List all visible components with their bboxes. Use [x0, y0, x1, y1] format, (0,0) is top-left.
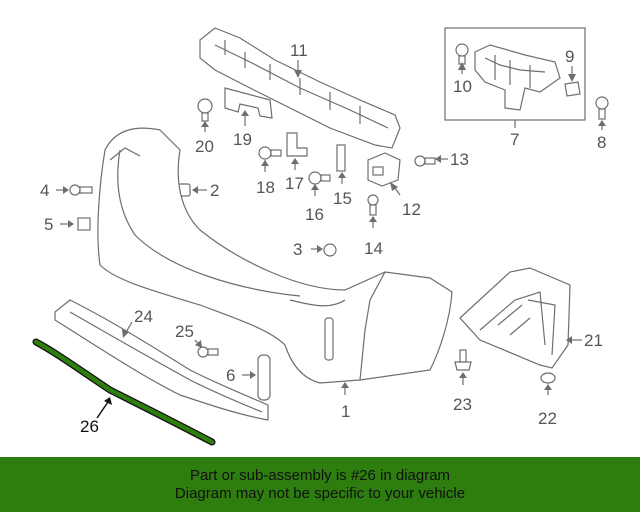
screw-16-part[interactable]: [308, 171, 331, 185]
bolt-13-part[interactable]: [414, 155, 436, 167]
label-1: 1: [341, 402, 350, 421]
label-16: 16: [305, 205, 324, 224]
bumper-cover-part[interactable]: [97, 127, 453, 384]
info-banner: Part or sub-assembly is #26 in diagram D…: [0, 457, 640, 512]
bracket-17-part[interactable]: [286, 132, 308, 157]
bolt-8-part[interactable]: [595, 96, 609, 120]
label-19: 19: [233, 130, 252, 149]
sensor-bracket-12-part[interactable]: [367, 152, 401, 187]
label-6: 6: [226, 366, 235, 385]
label-5: 5: [44, 215, 53, 234]
label-3: 3: [293, 240, 302, 259]
parts-diagram: 11 9 10 7 8 19 20: [32, 27, 609, 446]
label-10: 10: [453, 77, 472, 96]
screw-4-part[interactable]: [69, 184, 93, 196]
clip-5-part[interactable]: [77, 217, 91, 231]
label-2: 2: [210, 181, 219, 200]
bolt-20-part[interactable]: [197, 98, 213, 122]
label-14: 14: [364, 239, 383, 258]
label-11: 11: [290, 41, 308, 60]
label-15: 15: [333, 189, 352, 208]
clip-22-part[interactable]: [540, 372, 556, 384]
banner-line-2: Diagram may not be specific to your vehi…: [174, 484, 466, 502]
label-12: 12: [402, 200, 421, 219]
label-4: 4: [40, 181, 49, 200]
banner-line-1: Part or sub-assembly is #26 in diagram: [189, 466, 451, 484]
reflector-6-part[interactable]: [257, 354, 271, 401]
bracket-19-part[interactable]: [224, 87, 273, 119]
screw-25-part[interactable]: [197, 346, 219, 358]
label-23: 23: [453, 395, 472, 414]
label-17: 17: [285, 174, 304, 193]
clip-10-part[interactable]: [455, 43, 469, 65]
side-bracket-21-part[interactable]: [459, 267, 571, 369]
bolt-23-part[interactable]: [454, 349, 472, 371]
clip-15-part[interactable]: [336, 144, 346, 172]
label-13: 13: [450, 150, 469, 169]
label-8: 8: [597, 133, 606, 152]
label-9: 9: [565, 47, 574, 66]
nut-3-part[interactable]: [323, 243, 337, 257]
lower-garnish-24-part[interactable]: [54, 299, 269, 421]
label-25: 25: [175, 322, 194, 341]
trim-strip-26-part[interactable]: [32, 338, 216, 446]
pad-9-part[interactable]: [564, 81, 581, 97]
label-24: 24: [134, 307, 153, 326]
screw-18-part[interactable]: [258, 146, 282, 160]
label-21: 21: [584, 331, 603, 350]
label-18: 18: [256, 178, 275, 197]
reinforcement-bar-part[interactable]: [199, 27, 401, 149]
label-7: 7: [510, 130, 519, 149]
bolt-14-part[interactable]: [367, 194, 379, 216]
label-20: 20: [195, 137, 214, 156]
label-26: 26: [80, 417, 99, 436]
label-22: 22: [538, 409, 557, 428]
bracket-assembly-part[interactable]: [474, 44, 561, 111]
